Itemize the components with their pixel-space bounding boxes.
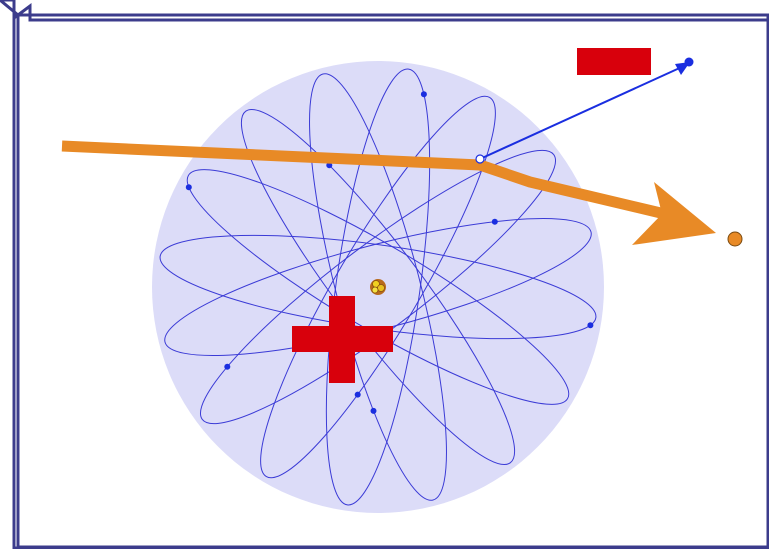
collision-point <box>475 154 485 164</box>
electron <box>326 162 333 169</box>
electron <box>491 218 498 225</box>
electron <box>587 322 594 329</box>
electron <box>370 407 377 414</box>
positive-charge-sign <box>292 296 393 383</box>
negative-charge-sign <box>577 48 651 75</box>
outgoing-particle <box>727 231 743 247</box>
nucleus <box>370 279 386 295</box>
orbit-ellipse <box>199 149 557 425</box>
electron <box>224 363 231 370</box>
frame-corner-line <box>0 0 19 17</box>
electron <box>420 91 427 98</box>
electron <box>354 391 361 398</box>
electron <box>185 184 192 191</box>
incoming-particle-path <box>61 140 667 220</box>
nucleus-neutron <box>377 284 385 292</box>
frame-box <box>16 13 769 549</box>
ejected-electron <box>684 57 694 67</box>
ejected-electron-arrow <box>479 65 685 160</box>
orbit-ellipse <box>325 68 431 506</box>
orbit-ellipse <box>186 169 570 405</box>
particle-path-arrowhead <box>632 182 716 245</box>
orbit-ellipse <box>260 95 496 479</box>
nucleus-particle <box>371 286 379 294</box>
electrons <box>185 91 594 414</box>
